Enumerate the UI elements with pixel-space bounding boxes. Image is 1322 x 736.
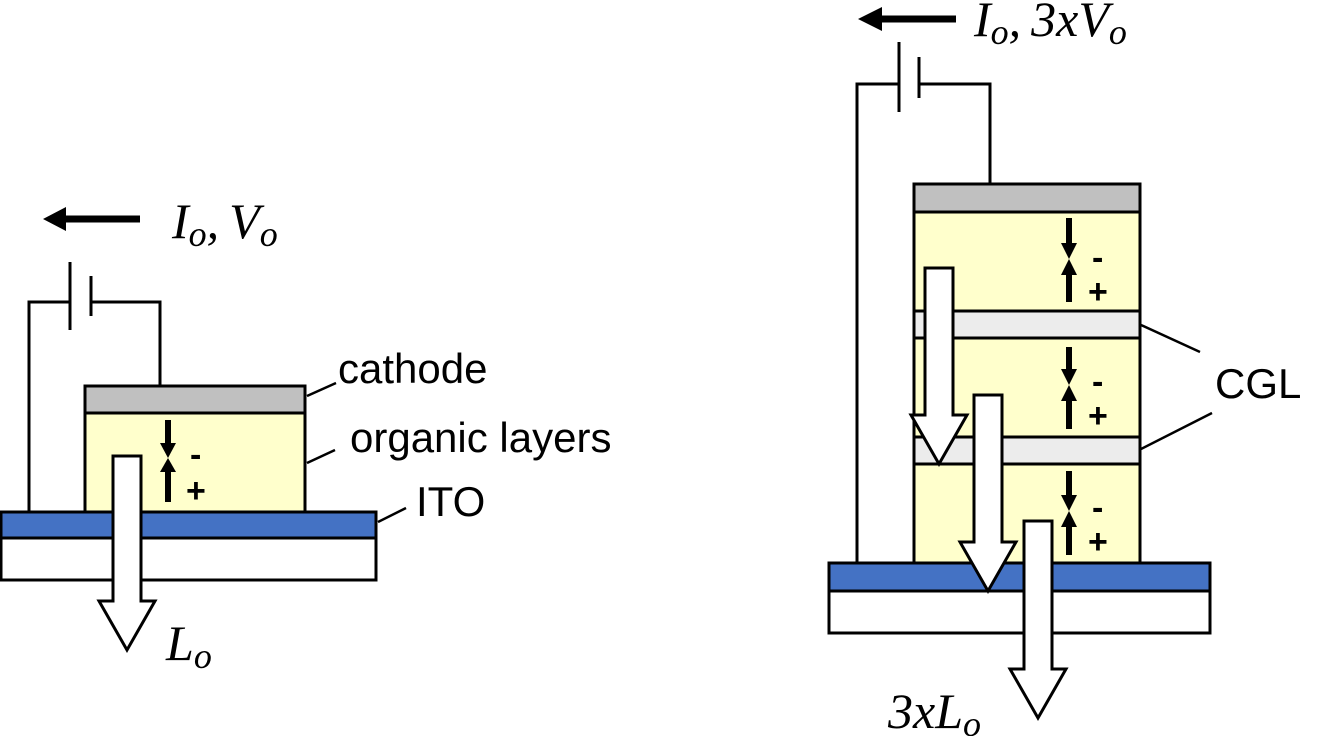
cgl-leader-line-1 <box>1140 323 1201 354</box>
charge-recombination-icon-unit-2 <box>1061 347 1077 429</box>
minus-sign-unit-2: - <box>1092 363 1103 401</box>
cathode-leader-line <box>306 381 337 398</box>
ito-label: ITO <box>416 478 485 525</box>
current-arrow-icon <box>43 207 140 231</box>
plus-sign-unit-3: + <box>1088 523 1108 561</box>
tandem-current-arrow-icon <box>858 7 956 31</box>
tandem-current-voltage-label: Io,3xVo <box>973 0 1127 52</box>
tandem-ito-layer <box>827 561 1212 593</box>
plus-sign: + <box>186 472 206 510</box>
substrate-layer <box>0 536 378 582</box>
cathode-label: cathode <box>338 345 487 392</box>
charge-recombination-icon <box>160 420 176 502</box>
ito-leader-line <box>377 506 407 524</box>
organic-layers-label: organic layers <box>350 414 611 461</box>
cgl-leader-line-2 <box>1140 411 1213 451</box>
light-emission-arrow-icon <box>96 454 158 654</box>
tandem-cathode-layer <box>912 182 1142 214</box>
single-luminance-label: Lo <box>165 615 212 676</box>
single-device: Io,Vo - + Lo <box>0 193 611 676</box>
light-emission-arrow-icon-unit-1 <box>908 266 970 468</box>
ito-layer <box>0 510 378 540</box>
minus-sign-unit-3: - <box>1092 489 1103 527</box>
charge-recombination-icon-unit-3 <box>1061 471 1077 555</box>
cathode-layer <box>83 384 307 415</box>
minus-sign-unit-1: - <box>1092 239 1103 277</box>
tandem-substrate-layer <box>827 589 1212 635</box>
light-emission-arrow-icon-unit-2 <box>957 393 1019 595</box>
tandem-device: Io,3xVo - + <box>827 0 1301 736</box>
charge-recombination-icon-unit-1 <box>1061 218 1077 302</box>
light-emission-arrow-icon-unit-3 <box>1007 519 1069 722</box>
minus-sign: - <box>190 436 201 474</box>
organic-leader-line <box>306 448 336 465</box>
battery-icon <box>27 262 162 512</box>
plus-sign-unit-1: + <box>1088 273 1108 311</box>
tandem-battery-icon <box>855 42 992 563</box>
cgl-label: CGL <box>1215 360 1301 407</box>
tandem-luminance-label: 3xLo <box>887 683 981 736</box>
single-current-voltage-label: Io,Vo <box>171 193 278 254</box>
plus-sign-unit-2: + <box>1088 397 1108 435</box>
